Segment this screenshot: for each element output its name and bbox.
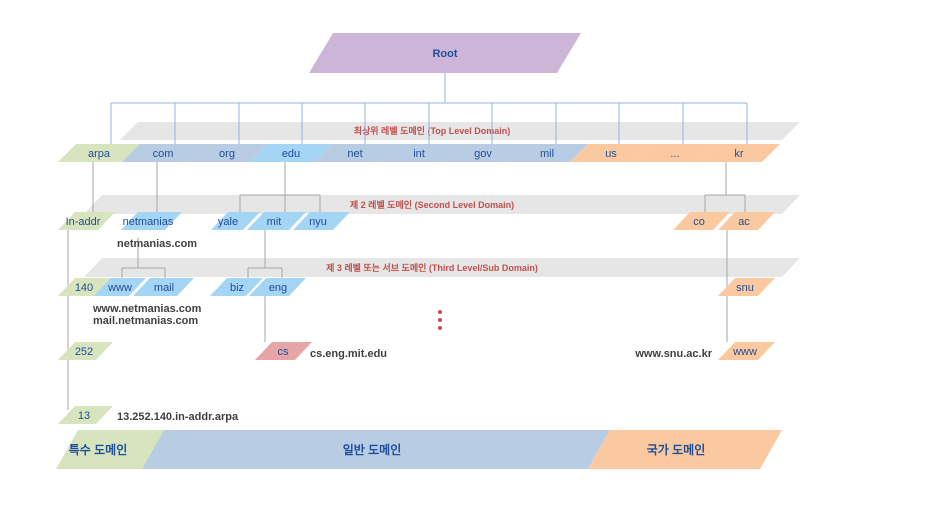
sld-netmanias-label: netmanias	[123, 216, 174, 228]
sld-in-addr[interactable]: In-addr	[58, 212, 115, 230]
sub-252[interactable]: 252	[58, 342, 113, 360]
sub-140-label: 140	[75, 282, 93, 294]
sld-yale-label: yale	[218, 216, 238, 228]
sub-eng[interactable]: eng	[249, 278, 306, 296]
tld-ellipsis-label: ...	[670, 148, 679, 160]
sub-eng-label: eng	[269, 282, 287, 294]
tree-connectors	[67, 162, 746, 410]
tld-org[interactable]: org	[186, 144, 268, 162]
root-connectors	[110, 73, 748, 144]
top-level-band	[120, 122, 800, 140]
sld-nyu-label: nyu	[309, 216, 327, 228]
special-domain-bar: 특수 도메인	[56, 430, 164, 469]
sub-snu[interactable]: snu	[718, 278, 775, 296]
tld-kr-label: kr	[734, 148, 744, 160]
sub-cs-label: cs	[278, 346, 290, 358]
country-domain-label: 국가 도메인	[647, 442, 706, 457]
tld-us-label: us	[605, 148, 617, 160]
sld-co-label: co	[693, 216, 705, 228]
sub-cs[interactable]: cs	[255, 342, 312, 360]
sub-biz-label: biz	[230, 282, 244, 294]
root-label: Root	[432, 48, 457, 60]
general-domain-bar: 일반 도메인	[142, 430, 610, 469]
tld-mil[interactable]: mil	[506, 144, 588, 162]
sld-in-addr-label: In-addr	[66, 216, 101, 228]
sld-yale[interactable]: yale	[211, 212, 260, 230]
netmanias-fqdn: netmanias.com	[117, 238, 197, 250]
sub-www[interactable]: www	[94, 278, 146, 296]
snu-fqdn: www.snu.ac.kr	[634, 348, 712, 360]
sub-snu-www[interactable]: www	[718, 342, 775, 360]
top-level-band-label: 최상위 레벨 도메인 (Top Level Domain)	[354, 125, 511, 136]
sub-snu-label: snu	[736, 282, 754, 294]
sub-biz[interactable]: biz	[210, 278, 263, 296]
www-netmanias-fqdn: www.netmanias.com	[92, 303, 202, 315]
sub-www-label: www	[107, 282, 132, 294]
sld-mit-label: mit	[267, 216, 282, 228]
tld-com-label: com	[153, 148, 174, 160]
sub-snu-www-label: www	[732, 346, 757, 358]
third-level-band	[84, 258, 800, 277]
general-domain-label: 일반 도메인	[343, 442, 402, 457]
more-ellipsis-icon	[438, 310, 442, 330]
tld-gov-label: gov	[474, 148, 492, 160]
sub-mail-label: mail	[154, 282, 174, 294]
mail-netmanias-fqdn: mail.netmanias.com	[93, 315, 198, 327]
tld-kr[interactable]: kr	[698, 144, 780, 162]
tld-org-label: org	[219, 148, 235, 160]
second-level-band	[84, 195, 800, 214]
third-level-band-label: 제 3 레벨 또는 서브 도메인 (Third Level/Sub Domain…	[326, 262, 538, 273]
tld-int-label: int	[413, 148, 425, 160]
sld-nyu[interactable]: nyu	[293, 212, 350, 230]
sld-co[interactable]: co	[673, 212, 730, 230]
cs-eng-mit-fqdn: cs.eng.mit.edu	[310, 348, 387, 360]
tld-mil-label: mil	[540, 148, 554, 160]
tld-com[interactable]: com	[122, 144, 204, 162]
root-node[interactable]	[309, 33, 581, 73]
tld-ellipsis[interactable]: ...	[634, 144, 716, 162]
sub-252-label: 252	[75, 346, 93, 358]
tld-edu[interactable]: edu	[250, 144, 332, 162]
tld-gov[interactable]: gov	[442, 144, 524, 162]
tld-net[interactable]: net	[314, 144, 396, 162]
tld-arpa-label: arpa	[88, 148, 111, 160]
tld-net-label: net	[347, 148, 362, 160]
sub-13[interactable]: 13	[58, 406, 113, 424]
country-domain-bar: 국가 도메인	[588, 430, 782, 469]
sub-13-label: 13	[78, 410, 90, 422]
special-domain-label: 특수 도메인	[69, 442, 128, 457]
sld-netmanias[interactable]: netmanias	[121, 212, 182, 230]
tld-arpa[interactable]: arpa	[58, 144, 140, 162]
tld-int[interactable]: int	[378, 144, 460, 162]
sld-ac-label: ac	[738, 216, 750, 228]
in-addr-arpa-fqdn: 13.252.140.in-addr.arpa	[117, 411, 239, 423]
tld-us[interactable]: us	[570, 144, 652, 162]
sld-mit[interactable]: mit	[247, 212, 306, 230]
second-level-band-label: 제 2 레벨 도메인 (Second Level Domain)	[350, 199, 514, 210]
sub-mail[interactable]: mail	[133, 278, 194, 296]
tld-edu-label: edu	[282, 148, 300, 160]
sld-ac[interactable]: ac	[718, 212, 775, 230]
